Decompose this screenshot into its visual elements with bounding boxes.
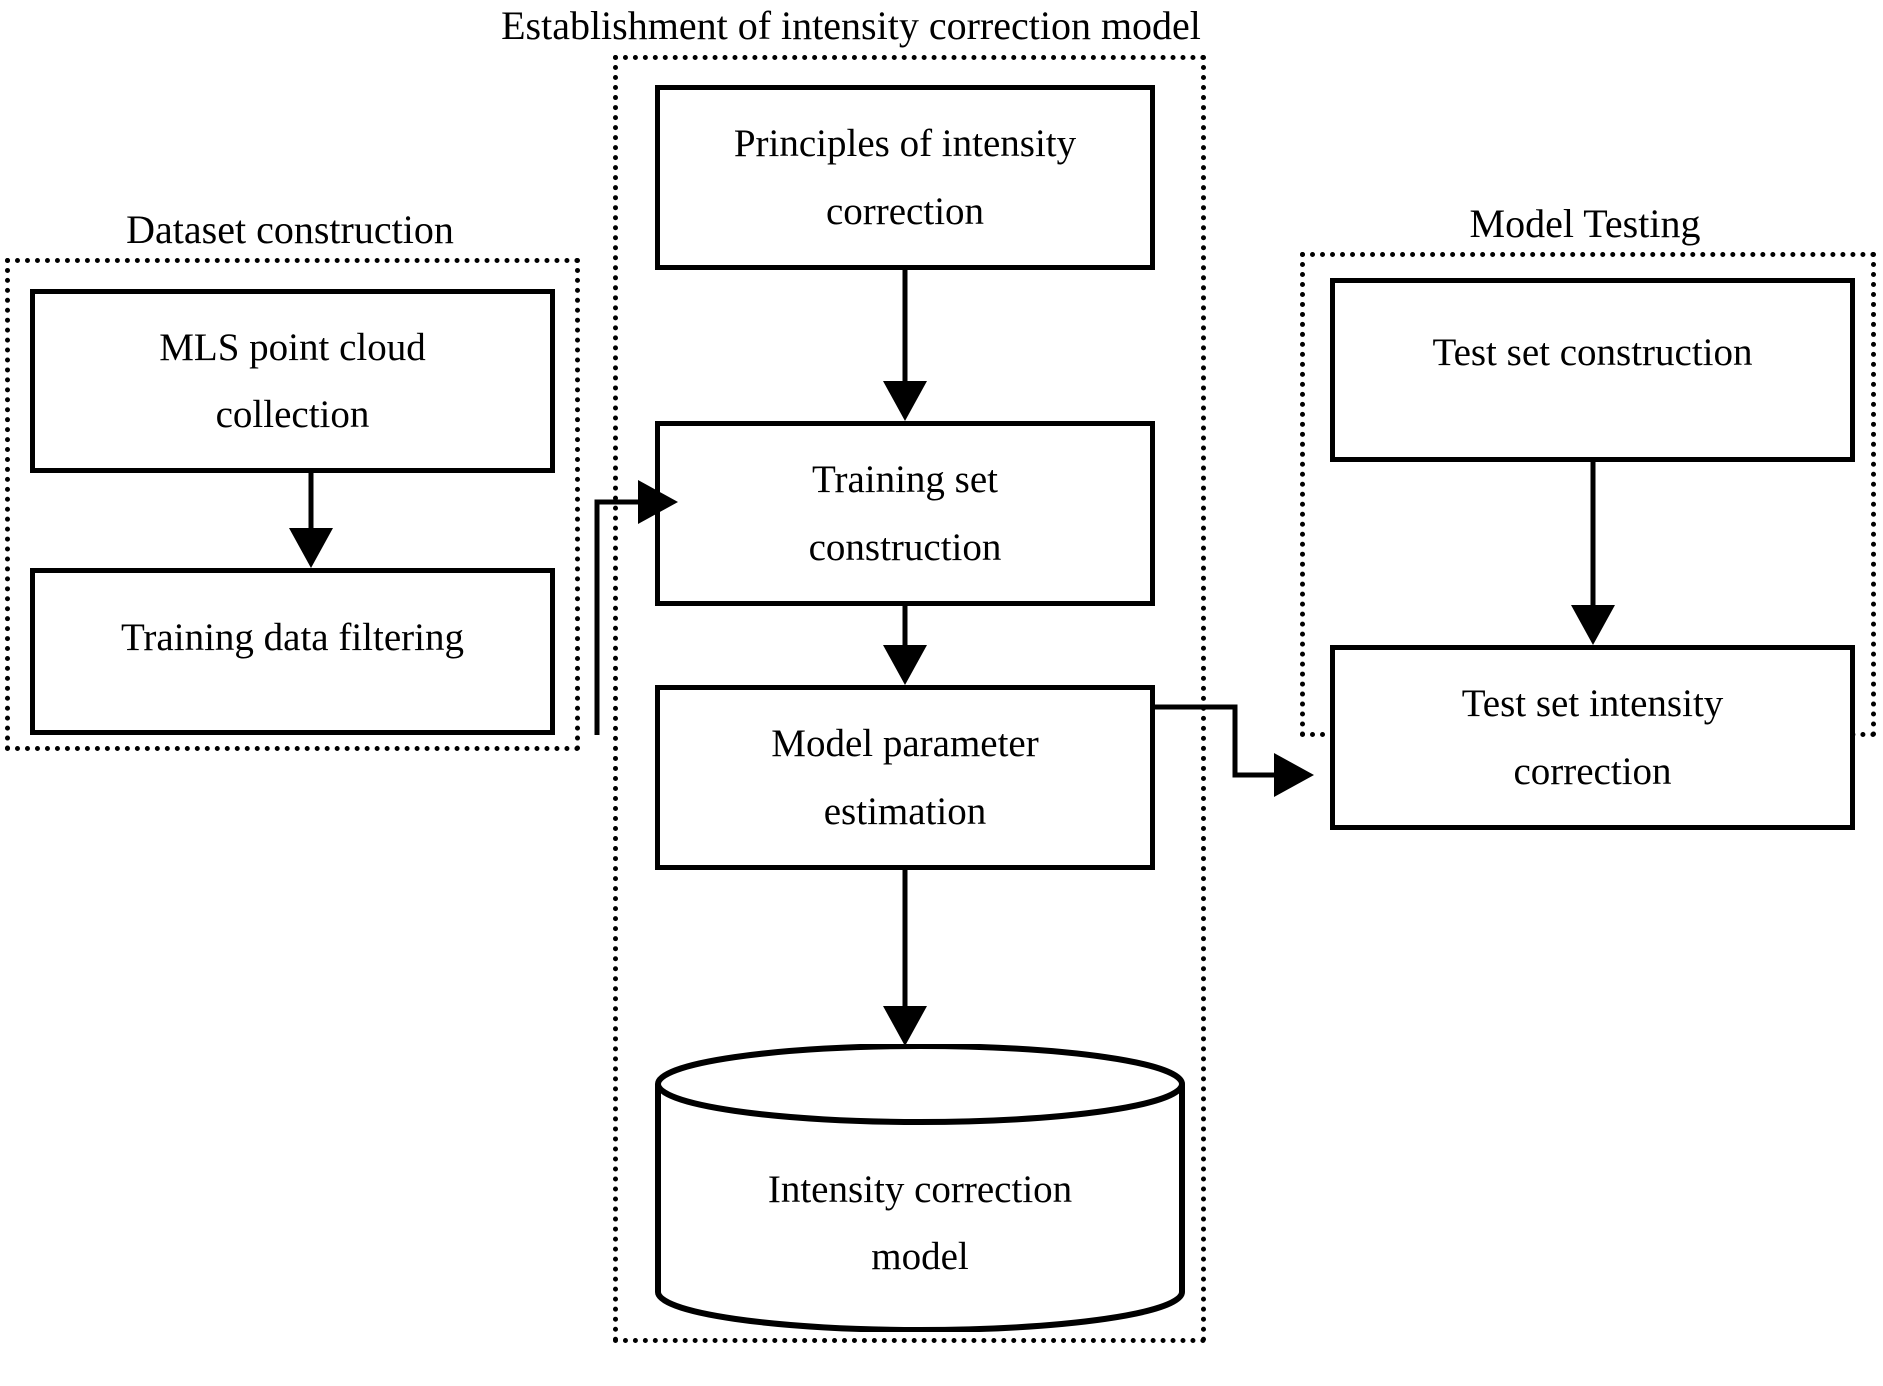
cylinder-shape [655, 1043, 1185, 1333]
node-test-set-construction[interactable]: Test set construction [1330, 278, 1855, 462]
node-line: Principles of intensity [733, 122, 1077, 166]
node-training-data-filtering[interactable]: Training data filtering [30, 568, 555, 735]
node-line: correction [1513, 749, 1672, 793]
node-line: MLS point cloud [159, 325, 426, 369]
group-title-dataset-construction: Dataset construction [126, 207, 454, 252]
node-line: Test set intensity [1461, 682, 1724, 726]
node-line: Model parameter [771, 722, 1039, 766]
node-line: construction [808, 525, 1002, 569]
group-title-model-testing: Model Testing [1469, 201, 1701, 246]
node-line: Training data filtering [120, 616, 464, 659]
node-test-set-intensity-correction[interactable]: Test set intensity correction [1330, 645, 1855, 830]
group-dataset-construction [5, 258, 580, 751]
node-training-set-construction[interactable]: Training set construction [655, 421, 1155, 606]
node-line: Test set construction [1432, 331, 1753, 374]
node-intensity-correction-model-store[interactable]: Intensity correction model [650, 1043, 1190, 1333]
node-principles-of-intensity-correction[interactable]: Principles of intensity correction [655, 85, 1155, 270]
node-line: collection [215, 393, 370, 436]
node-line: estimation [823, 789, 987, 833]
node-mls-point-cloud-collection[interactable]: MLS point cloud collection [30, 289, 555, 473]
diagram-main-title: Establishment of intensity correction mo… [501, 3, 1201, 48]
node-line: Training set [812, 458, 998, 502]
node-model-parameter-estimation[interactable]: Model parameter estimation [655, 685, 1155, 870]
node-line: correction [825, 189, 985, 233]
